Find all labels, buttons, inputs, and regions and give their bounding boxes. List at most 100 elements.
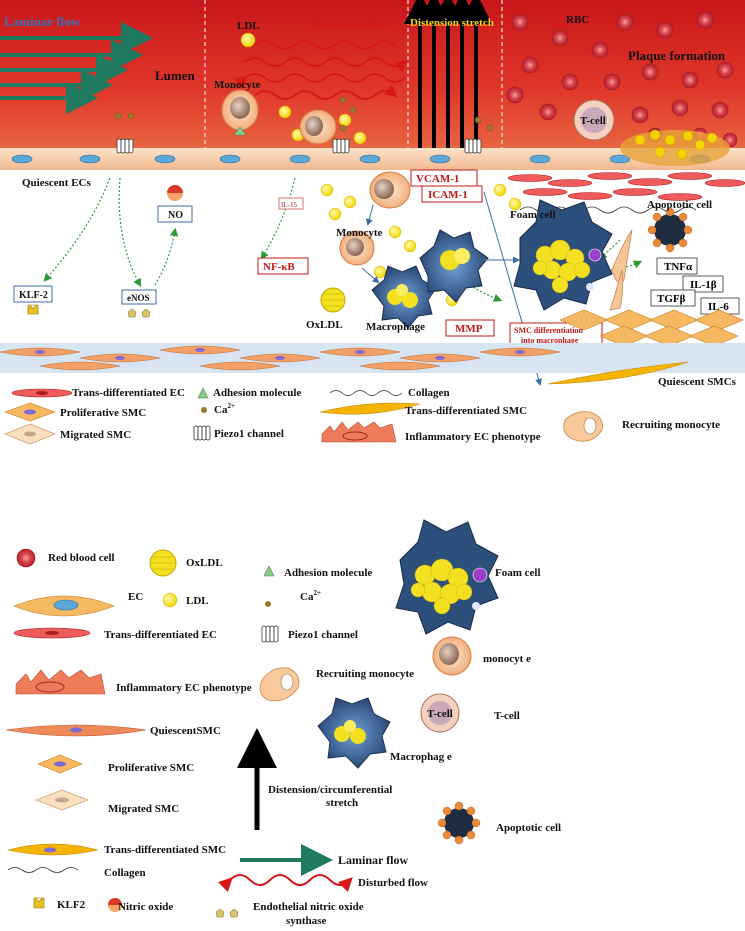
apoptotic-cell-label: Apoptotic cell (647, 199, 712, 211)
smc-diff-label-2: into macrophage (521, 336, 579, 345)
il15-label: IL-15 (281, 201, 297, 209)
monocyte-top-label: Monocyte (214, 79, 261, 91)
b-macrophage-label: Macrophag e (390, 751, 452, 763)
b-ldl-icon (162, 592, 178, 608)
ldl-label: LDL (237, 20, 260, 32)
monocyte-mid (369, 171, 411, 209)
b-trans-ec-label: Trans-differentiated EC (104, 629, 217, 641)
b-enos-label-1: Endothelial nitric oxide (253, 901, 364, 913)
trans-smc-top (547, 361, 689, 385)
t-cell-top-label: T-cell (580, 115, 606, 127)
no-label: NO (168, 210, 183, 221)
b-rbc-label: Red blood cell (48, 552, 115, 564)
b-trans-smc-label: Trans-differentiated SMC (104, 844, 226, 856)
legend-proliferative: Proliferative SMC (60, 407, 146, 419)
b-inflammatory-icon (15, 669, 106, 695)
quiescent-ecs-label: Quiescent ECs (22, 177, 91, 189)
legend-piezo: Piezo1 channel (214, 428, 284, 440)
vcam-label: VCAM-1 (416, 173, 459, 185)
b-ca-label: Ca2+ (300, 589, 321, 603)
b-distension-label-1: Distension/circumferential (268, 784, 392, 796)
b-ec-label: EC (128, 591, 143, 603)
b-recruiting-icon (259, 667, 300, 702)
plaque-core (620, 129, 730, 166)
legend-inflammatory-icon (321, 421, 397, 443)
macrophage-label: Macrophage (366, 321, 425, 333)
bottom-legend: Red blood cell OxLDL Adhesion molecule F… (5, 519, 561, 927)
macrophage-mid (371, 265, 437, 329)
distension-stretch-label: Distension stretch (410, 17, 494, 29)
apoptotic-cell-top (647, 207, 693, 253)
b-ec-icon (13, 595, 115, 617)
il6-label: IL-6 (708, 301, 729, 313)
b-proliferative-label: Proliferative SMC (108, 762, 194, 774)
foam-cell-top (513, 199, 613, 311)
b-adhesion-icon (263, 565, 275, 577)
b-macrophage-icon (317, 697, 391, 769)
legend-migrated: Migrated SMC (60, 429, 131, 441)
b-foam-icon (395, 519, 499, 635)
b-klf2-icon (33, 897, 45, 909)
b-oxldl-label: OxLDL (186, 557, 223, 569)
enos-label: eNOS (127, 293, 150, 303)
tgfb-label: TGFβ (657, 293, 686, 305)
klf2-icon (27, 304, 39, 315)
plaque-formation-label: Plaque formation (628, 48, 726, 63)
b-ca-icon (265, 601, 271, 607)
b-piezo-label: Piezo1 channel (288, 629, 358, 641)
b-ldl-label: LDL (186, 595, 209, 607)
b-no-label: Nitric oxide (118, 901, 173, 913)
b-tcell-inner: T-cell (427, 708, 453, 720)
distension-arrows (404, 0, 492, 148)
klf2-label: KLF-2 (19, 290, 48, 301)
enos-icon (127, 308, 151, 318)
b-adhesion-label: Adhesion molecule (284, 567, 372, 579)
b-klf2-label: KLF2 (57, 899, 86, 911)
laminar-flow-label: Laminar flow (4, 14, 81, 29)
legend-trans-smc-icon (319, 402, 421, 415)
legend-proliferative-icon (4, 402, 56, 422)
b-oxldl-icon (149, 549, 177, 577)
mmp-label: MMP (455, 323, 483, 335)
monocyte-mid-2 (339, 230, 375, 266)
oxldl-label: OxLDL (306, 319, 343, 331)
b-migrated-icon (35, 789, 89, 811)
b-migrated-label: Migrated SMC (108, 803, 179, 815)
legend-inflammatory: Inflammatory EC phenotype (405, 431, 541, 443)
proliferative-smcs-top (559, 309, 744, 347)
icam-label: ICAM-1 (428, 189, 468, 201)
legend-recruiting-icon (563, 411, 603, 442)
legend-ca: Ca2+ (214, 402, 235, 416)
b-rbc-icon (16, 548, 36, 568)
quiescent-smcs-label: Quiescent SMCs (658, 376, 737, 388)
lumen-label: Lumen (155, 68, 196, 83)
ec-nuclei (11, 154, 711, 164)
nfkb-label: NF-κB (263, 261, 295, 273)
trans-ec-layer (507, 172, 745, 201)
tnfa-label: TNFα (664, 261, 693, 273)
t-cell-top (573, 99, 615, 141)
b-piezo-icon (261, 625, 279, 643)
smc-layer-nuclei (35, 348, 525, 360)
b-apoptotic-label: Apoptotic cell (496, 822, 561, 834)
no-group: NO (157, 185, 193, 223)
top-legend: Trans-differentiated EC Adhesion molecul… (4, 387, 720, 445)
top-panel: Laminar flow Lumen Disturbed flow Disten… (0, 0, 745, 390)
b-distension-label-2: stretch (326, 797, 358, 809)
calcium-dots (114, 96, 494, 132)
b-monocyte-label: monocyt e (483, 653, 531, 665)
smc-diff-label-1: SMC differentiation (514, 326, 584, 335)
migrated-smcs (609, 229, 633, 311)
b-apoptotic-icon (437, 801, 481, 845)
legend-adhesion: Adhesion molecule (213, 387, 301, 399)
b-recruiting-label: Recruiting monocyte (316, 668, 414, 680)
legend-adhesion-icon (197, 387, 209, 399)
legend-recruiting: Recruiting monocyte (622, 419, 720, 431)
legend-trans-smc: Trans-differentiated SMC (405, 405, 527, 417)
b-quiescent-smc-label: QuiescentSMC (150, 725, 221, 737)
legend-collagen: Collagen (408, 387, 450, 399)
monocyte-mid-label: Monocyte (336, 227, 383, 239)
laminar-flow-arrows (0, 22, 153, 114)
b-disturbed-wave (217, 874, 353, 893)
